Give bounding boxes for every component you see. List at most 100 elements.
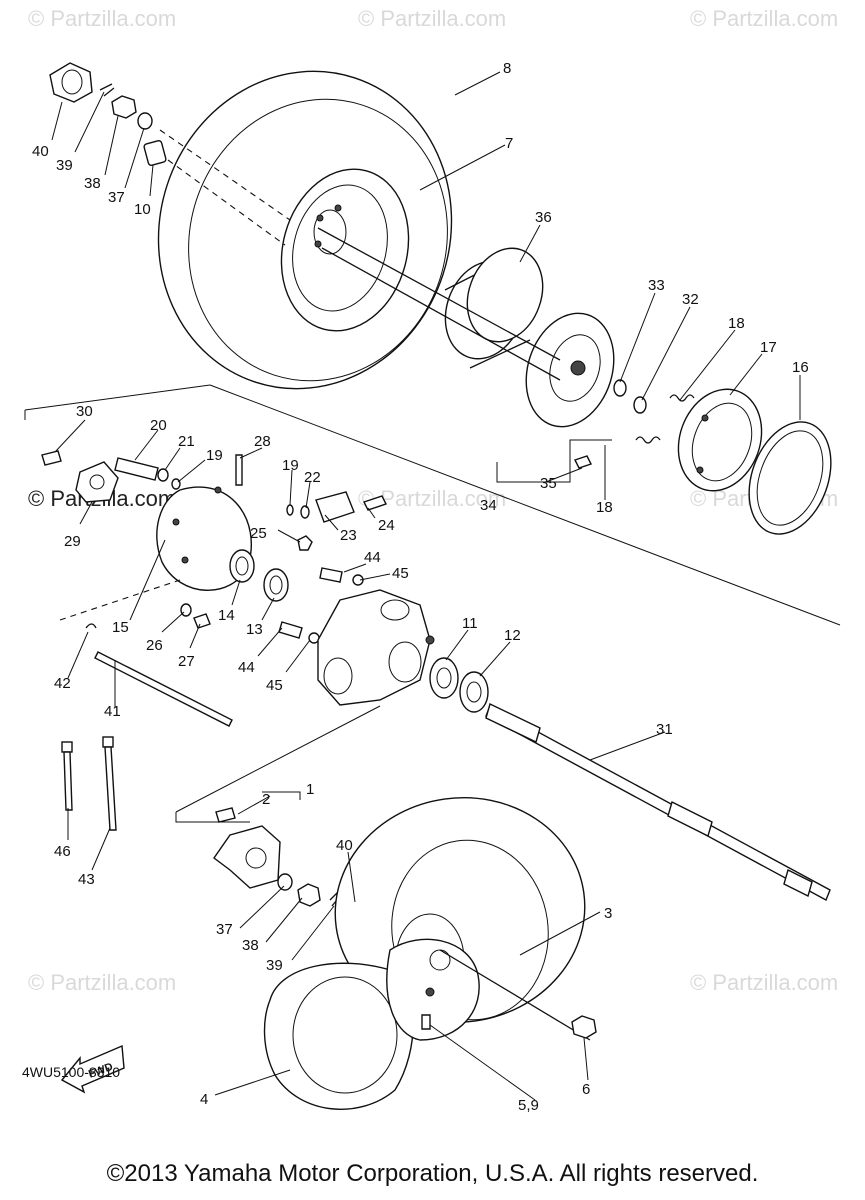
- callout-16: 16: [792, 359, 809, 376]
- callout-44: 44: [364, 549, 381, 566]
- callout-34: 34: [480, 497, 497, 514]
- callout-43: 43: [78, 871, 95, 888]
- callout-12: 12: [504, 627, 521, 644]
- callout-45: 45: [392, 565, 409, 582]
- watermark: © Partzilla.com: [358, 6, 507, 31]
- valve: [421, 1014, 431, 1030]
- bolt: [215, 807, 236, 823]
- callout-17: 17: [760, 339, 777, 356]
- callout-21: 21: [178, 433, 195, 450]
- callout-46: 46: [54, 843, 71, 860]
- final-drive-housing: [317, 589, 435, 706]
- callout-2: 2: [262, 791, 270, 808]
- spring: [635, 436, 661, 444]
- switch-plate: [315, 491, 355, 523]
- watermark: © Partzilla.com: [28, 6, 177, 31]
- bolt: [235, 454, 243, 486]
- callout-23: 23: [340, 527, 357, 544]
- callout-15: 15: [112, 619, 129, 636]
- clip: [300, 505, 310, 519]
- callout-6: 6: [582, 1081, 590, 1098]
- washer: [180, 603, 192, 617]
- callout-19: 19: [206, 447, 223, 464]
- callout-22: 22: [304, 469, 321, 486]
- callout-41: 41: [104, 703, 121, 720]
- callout-14: 14: [218, 607, 235, 624]
- cotter-pin: [85, 623, 97, 629]
- circlip: [633, 396, 647, 414]
- callout-40: 40: [32, 143, 49, 160]
- wheel-rim-lower: [386, 938, 480, 1041]
- callout-42: 42: [54, 675, 71, 692]
- callout-35: 35: [540, 475, 557, 492]
- callout-18: 18: [728, 315, 745, 332]
- callout-27: 27: [178, 653, 195, 670]
- cable-tie: [102, 736, 117, 831]
- callout-32: 32: [682, 291, 699, 308]
- callout-37: 37: [108, 189, 125, 206]
- callout-25: 25: [250, 525, 267, 542]
- bearing: [229, 549, 255, 583]
- callout-labels: 8 7 36 40 39 38 37 10 33 32 18 17 16 30 …: [32, 60, 809, 1114]
- oil-seal: [263, 568, 289, 602]
- callout-36: 36: [535, 209, 552, 226]
- watermark: © Partzilla.com: [690, 6, 839, 31]
- watermark: © Partzilla.com: [28, 970, 177, 995]
- callout-8: 8: [503, 60, 511, 77]
- callout-10: 10: [134, 201, 151, 218]
- seal-ring: [748, 421, 832, 535]
- cable-tie: [61, 741, 73, 811]
- bolt: [193, 613, 211, 629]
- oil-seal: [459, 671, 489, 713]
- copyright-notice: ©2013 Yamaha Motor Corporation, U.S.A. A…: [106, 1160, 759, 1187]
- callout-11: 11: [462, 615, 478, 632]
- wheel-rim-upper: [280, 168, 410, 332]
- callout-44b: 44: [238, 659, 255, 676]
- callout-38b: 38: [242, 937, 259, 954]
- washer: [277, 873, 293, 891]
- bolt: [363, 495, 387, 511]
- callout-28: 28: [254, 433, 271, 450]
- brake-backing-plate: [156, 486, 252, 591]
- axle-nut-assembly-upper: [49, 62, 167, 166]
- callout-4: 4: [200, 1091, 208, 1108]
- brake-shoe: [677, 388, 763, 492]
- brake-drum-ring: [444, 247, 544, 369]
- castle-nut: [297, 883, 321, 907]
- front-tire-left: [263, 962, 414, 1110]
- wheel-hub: [213, 825, 281, 889]
- wheel-nut: [571, 1015, 597, 1039]
- rear-axle: [485, 703, 831, 901]
- bolt: [574, 455, 592, 469]
- callout-24: 24: [378, 517, 395, 534]
- o-ring: [171, 478, 181, 490]
- callout-45b: 45: [266, 677, 283, 694]
- callout-13: 13: [246, 621, 263, 638]
- watermark: © Partzilla.com: [690, 970, 839, 995]
- callout-39b: 39: [266, 957, 283, 974]
- callout-31: 31: [656, 721, 673, 738]
- callout-30: 30: [76, 403, 93, 420]
- callout-40b: 40: [336, 837, 353, 854]
- callout-5-9: 5,9: [518, 1097, 539, 1114]
- bolt: [319, 567, 343, 583]
- brake-camshaft: [114, 457, 159, 481]
- callout-29: 29: [64, 533, 81, 550]
- callout-26: 26: [146, 637, 163, 654]
- callout-39: 39: [56, 157, 73, 174]
- bearing: [429, 657, 459, 699]
- bolt: [41, 450, 62, 466]
- leader-lines: [51, 71, 801, 1101]
- callout-37b: 37: [216, 921, 233, 938]
- callout-7: 7: [505, 135, 513, 152]
- callout-3: 3: [604, 905, 612, 922]
- washer: [352, 574, 364, 586]
- spring: [669, 394, 695, 402]
- callout-19b: 19: [282, 457, 299, 474]
- callout-38: 38: [84, 175, 101, 192]
- cam-lever: [75, 461, 119, 503]
- callout-20: 20: [150, 417, 167, 434]
- washer: [157, 468, 169, 482]
